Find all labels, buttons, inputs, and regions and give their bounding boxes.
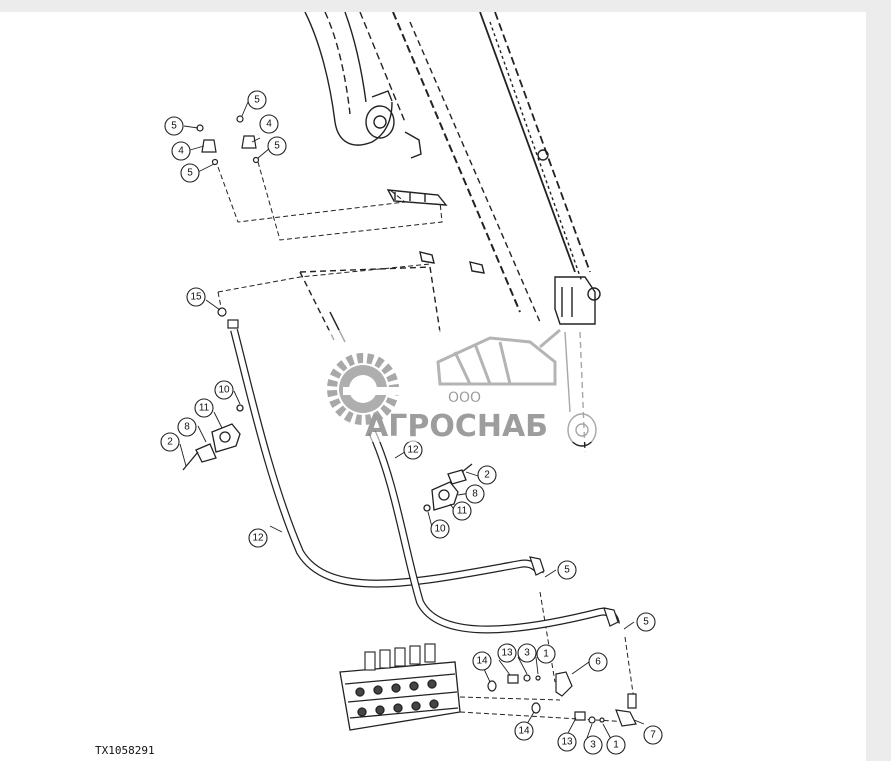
watermark-prefix: ООО (448, 390, 481, 406)
callout-5-b: 5 (247, 90, 267, 110)
svg-text:5: 5 (171, 121, 177, 132)
fittings-upper (196, 115, 260, 329)
clamp-left (182, 404, 244, 471)
control-valve (339, 643, 461, 731)
callout-1-a: 1 (536, 644, 556, 664)
callout-5-c: 5 (180, 163, 200, 183)
svg-text:1: 1 (543, 649, 549, 660)
svg-text:14: 14 (518, 726, 530, 737)
svg-text:11: 11 (457, 506, 468, 517)
callout-14-b: 14 (514, 721, 534, 741)
svg-text:7: 7 (650, 730, 656, 741)
svg-text:4: 4 (266, 119, 272, 130)
svg-text:2: 2 (484, 470, 490, 481)
callout-2-a: 2 (160, 432, 180, 452)
hose-12-left (230, 329, 544, 588)
callout-2-b: 2 (477, 465, 497, 485)
callout-3-b: 3 (583, 735, 603, 755)
svg-text:5: 5 (254, 95, 260, 106)
gear-icon (327, 353, 423, 425)
watermark-company: АГРОСНАБ (365, 409, 548, 444)
diagram-sheet: 5 5 4 4 5 5 15 10 11 8 2 12 12 2 8 11 10… (0, 12, 866, 761)
callout-8-b: 8 (465, 484, 485, 504)
callout-10-b: 10 (430, 519, 450, 539)
svg-text:10: 10 (434, 524, 446, 535)
callout-13-a: 13 (497, 643, 517, 663)
callout-1-b: 1 (606, 735, 626, 755)
fittings-lower (487, 671, 637, 727)
routing-lines (217, 161, 636, 723)
callout-5-e: 5 (557, 560, 577, 580)
svg-text:10: 10 (218, 385, 230, 396)
hose-ends (529, 556, 619, 627)
svg-text:3: 3 (590, 740, 596, 751)
callout-14-a: 14 (472, 651, 492, 671)
svg-text:6: 6 (595, 657, 601, 668)
leader-lines (179, 101, 645, 740)
callouts: 5 5 4 4 5 5 15 10 11 8 2 12 12 2 8 11 10… (160, 90, 663, 755)
svg-text:5: 5 (274, 141, 280, 152)
svg-text:1: 1 (613, 740, 619, 751)
drawing-code: TX1058291 (95, 744, 155, 757)
svg-text:13: 13 (501, 648, 513, 659)
callout-10-a: 10 (214, 380, 234, 400)
harvester-icon (436, 328, 561, 386)
svg-text:8: 8 (472, 489, 478, 500)
svg-text:4: 4 (178, 146, 184, 157)
callout-13-b: 13 (557, 732, 577, 752)
watermark: ООО АГРОСНАБ (322, 328, 612, 444)
callout-5-d: 5 (267, 136, 287, 156)
clamp-right (423, 463, 473, 512)
svg-text:TX1058291: TX1058291 (95, 744, 155, 757)
callout-15: 15 (186, 287, 206, 307)
svg-text:5: 5 (187, 168, 193, 179)
callout-6: 6 (588, 652, 608, 672)
callout-5-f: 5 (636, 612, 656, 632)
svg-text:13: 13 (561, 737, 573, 748)
svg-text:5: 5 (564, 565, 570, 576)
svg-text:5: 5 (643, 617, 649, 628)
svg-text:8: 8 (184, 422, 190, 433)
svg-text:3: 3 (524, 648, 530, 659)
callout-11-b: 11 (452, 501, 472, 521)
svg-text:2: 2 (167, 437, 173, 448)
callout-3-a: 3 (517, 643, 537, 663)
svg-text:11: 11 (199, 403, 210, 414)
svg-text:12: 12 (407, 445, 419, 456)
callout-7: 7 (643, 725, 663, 745)
callout-8-a: 8 (177, 417, 197, 437)
callout-11-a: 11 (194, 398, 214, 418)
svg-text:14: 14 (476, 656, 488, 667)
callout-12-a: 12 (248, 528, 268, 548)
callout-4-a: 4 (171, 141, 191, 161)
svg-text:12: 12 (252, 533, 264, 544)
callout-5-a: 5 (164, 116, 184, 136)
svg-text:15: 15 (190, 292, 202, 303)
hose-12-right (368, 430, 620, 634)
callout-4-b: 4 (259, 114, 279, 134)
hydraulic-diagram: 5 5 4 4 5 5 15 10 11 8 2 12 12 2 8 11 10… (95, 12, 663, 757)
